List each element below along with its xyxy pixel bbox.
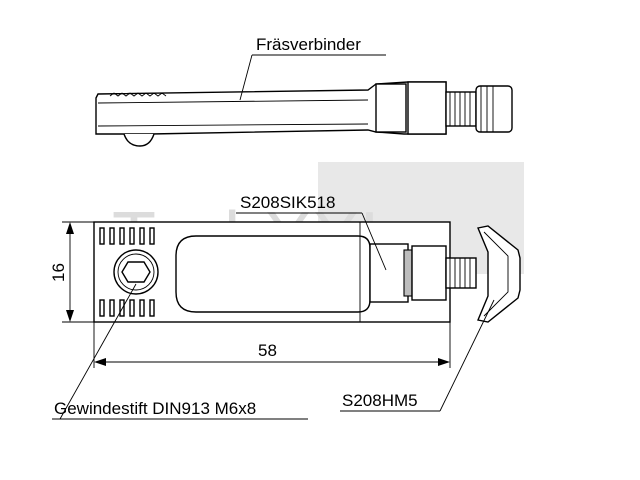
- top-view: [93, 221, 521, 323]
- label-insert-leader: [361, 212, 387, 271]
- insert-hex: [411, 245, 447, 301]
- rib: [139, 227, 145, 245]
- label-screw-leader: [59, 283, 137, 420]
- dim-height-value: 16: [49, 263, 68, 282]
- side-edge-top: [97, 99, 369, 104]
- rib: [149, 227, 155, 245]
- side-bump: [123, 133, 155, 147]
- dim-arrow: [438, 358, 450, 366]
- rib: [149, 299, 155, 317]
- rib: [99, 227, 105, 245]
- side-thread: [445, 91, 477, 127]
- label-screw: Gewindestift DIN913 M6x8: [54, 399, 256, 418]
- label-insert: S208SIK518: [240, 193, 335, 212]
- side-thread-lines: [449, 92, 471, 126]
- rib: [99, 299, 105, 317]
- label-tnut: S208HM5: [342, 391, 418, 410]
- side-view: [95, 81, 513, 147]
- insert-shade: [403, 249, 413, 297]
- rib: [109, 227, 115, 245]
- label-tnut-leader: [439, 299, 495, 412]
- rib: [139, 299, 145, 317]
- side-serration: [109, 92, 167, 97]
- ribs-top: [99, 227, 155, 245]
- dim-length: 58: [93, 322, 451, 368]
- side-head-block: [375, 83, 407, 133]
- rib: [119, 227, 125, 245]
- dim-arrow: [94, 358, 106, 366]
- label-top-leader: [239, 54, 253, 101]
- side-edge-bottom: [97, 123, 369, 127]
- side-knurl-lines: [480, 86, 494, 132]
- rib: [129, 227, 135, 245]
- tnut-inner-line: [483, 231, 509, 317]
- label-top-part: Fräsverbinder: [256, 35, 361, 54]
- insert-block: [369, 243, 409, 303]
- rib: [129, 299, 135, 317]
- side-knurl-nut: [475, 85, 513, 133]
- setscrew-inner: [117, 253, 155, 291]
- tnut-body: [477, 225, 521, 323]
- thread-rod: [445, 257, 477, 289]
- hex-socket-icon: [121, 261, 151, 283]
- dim-height: 16: [49, 221, 94, 323]
- dim-arrow: [66, 310, 74, 322]
- side-head-end: [407, 81, 447, 135]
- thread-lines: [449, 258, 471, 288]
- body-slot: [175, 235, 371, 313]
- rib: [109, 299, 115, 317]
- dim-length-value: 58: [258, 341, 277, 360]
- dim-arrow: [66, 222, 74, 234]
